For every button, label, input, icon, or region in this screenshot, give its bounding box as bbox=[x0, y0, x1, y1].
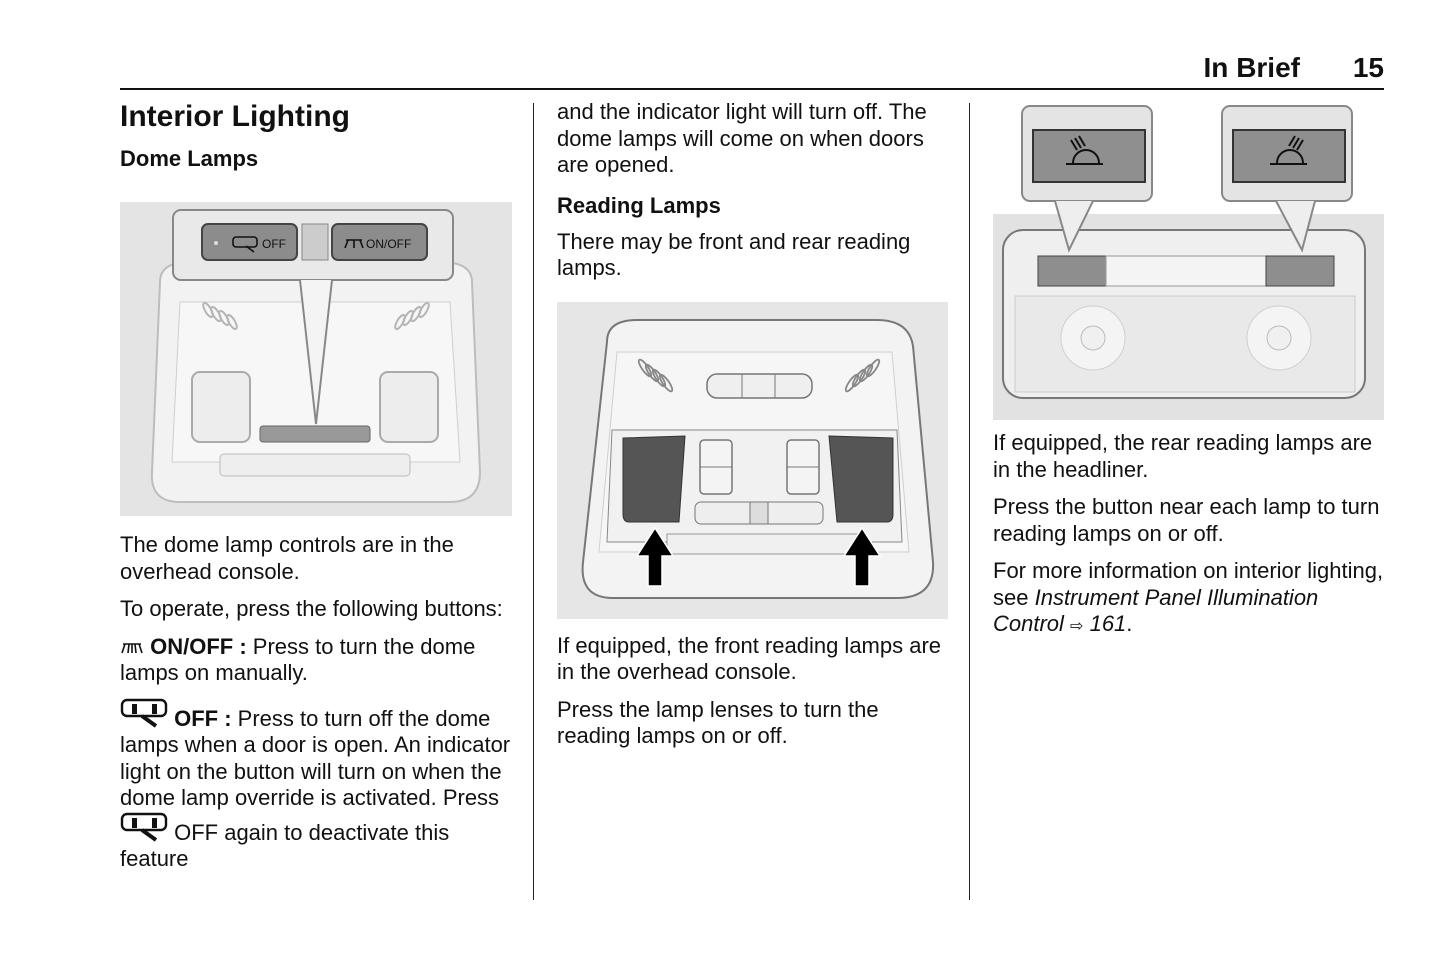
item-text: Press to turn the dome lamps on manually… bbox=[120, 633, 476, 686]
column-2: and the indicator light will turn off. T… bbox=[557, 99, 952, 761]
figure-on-off-label: ON/OFF bbox=[366, 237, 411, 251]
figure-off-label: OFF bbox=[262, 237, 286, 251]
dome-lamp-icon bbox=[121, 642, 143, 653]
paragraph: If equipped, the front reading lamps are… bbox=[557, 632, 942, 685]
page-header: In Brief 15 bbox=[120, 50, 1384, 90]
item-on-off: ON/OFF : Press to turn the dome lamps on… bbox=[120, 634, 520, 687]
front-reading-lamps-figure bbox=[557, 301, 948, 619]
paragraph: There may be front and rear reading lamp… bbox=[557, 228, 911, 281]
door-override-icon bbox=[120, 698, 168, 728]
paragraph: Press the button near each lamp to turn … bbox=[993, 494, 1380, 546]
overhead-console-illustration: OFF ON/OFF bbox=[120, 202, 512, 516]
reference-page[interactable]: 161 bbox=[1089, 611, 1127, 636]
headliner-lamps-illustration bbox=[993, 105, 1384, 420]
column-3: If equipped, the rear reading lamps are … bbox=[993, 100, 1388, 652]
item-text: Press to turn off the dome lamps when a … bbox=[120, 705, 511, 811]
item-off: OFF : Press to turn off the dome lamps w… bbox=[120, 698, 520, 873]
item-text-tail: OFF again to deactivate this feature bbox=[120, 819, 450, 872]
reference-link[interactable]: Instrument Panel Illumination Control bbox=[993, 584, 1319, 637]
column-divider bbox=[533, 103, 534, 900]
dome-lamp-console-figure: OFF ON/OFF bbox=[120, 202, 512, 516]
subtitle-reading-lamps: Reading Lamps bbox=[557, 192, 721, 218]
continuation-paragraph: and the indicator light will turn off. T… bbox=[557, 99, 927, 177]
cross-reference: For more information on interior lightin… bbox=[993, 558, 1388, 641]
rear-reading-lamps-figure bbox=[993, 100, 1384, 420]
paragraph: Press the lamp lenses to turn the readin… bbox=[557, 696, 879, 749]
door-override-icon bbox=[120, 812, 168, 842]
term-on-off: ON/OFF : bbox=[150, 633, 247, 659]
page-number: 15 bbox=[1352, 52, 1384, 83]
reference-suffix: . bbox=[1126, 611, 1133, 636]
page-title: Interior Lighting bbox=[120, 100, 350, 133]
reference-prefix: For more information on interior lightin… bbox=[993, 558, 1384, 610]
column-divider bbox=[969, 103, 970, 900]
paragraph: The dome lamp controls are in the overhe… bbox=[120, 532, 454, 584]
section-title: In Brief bbox=[1203, 52, 1300, 83]
paragraph: If equipped, the rear reading lamps are … bbox=[993, 430, 1373, 482]
column-1: Interior Lighting Dome Lamps bbox=[120, 100, 520, 884]
term-off: OFF : bbox=[174, 705, 232, 731]
paragraph: To operate, press the following buttons: bbox=[120, 596, 503, 621]
page-arrow-icon: ⇨ bbox=[1070, 618, 1084, 635]
subtitle-dome-lamps: Dome Lamps bbox=[120, 146, 259, 171]
front-console-illustration bbox=[557, 301, 948, 619]
